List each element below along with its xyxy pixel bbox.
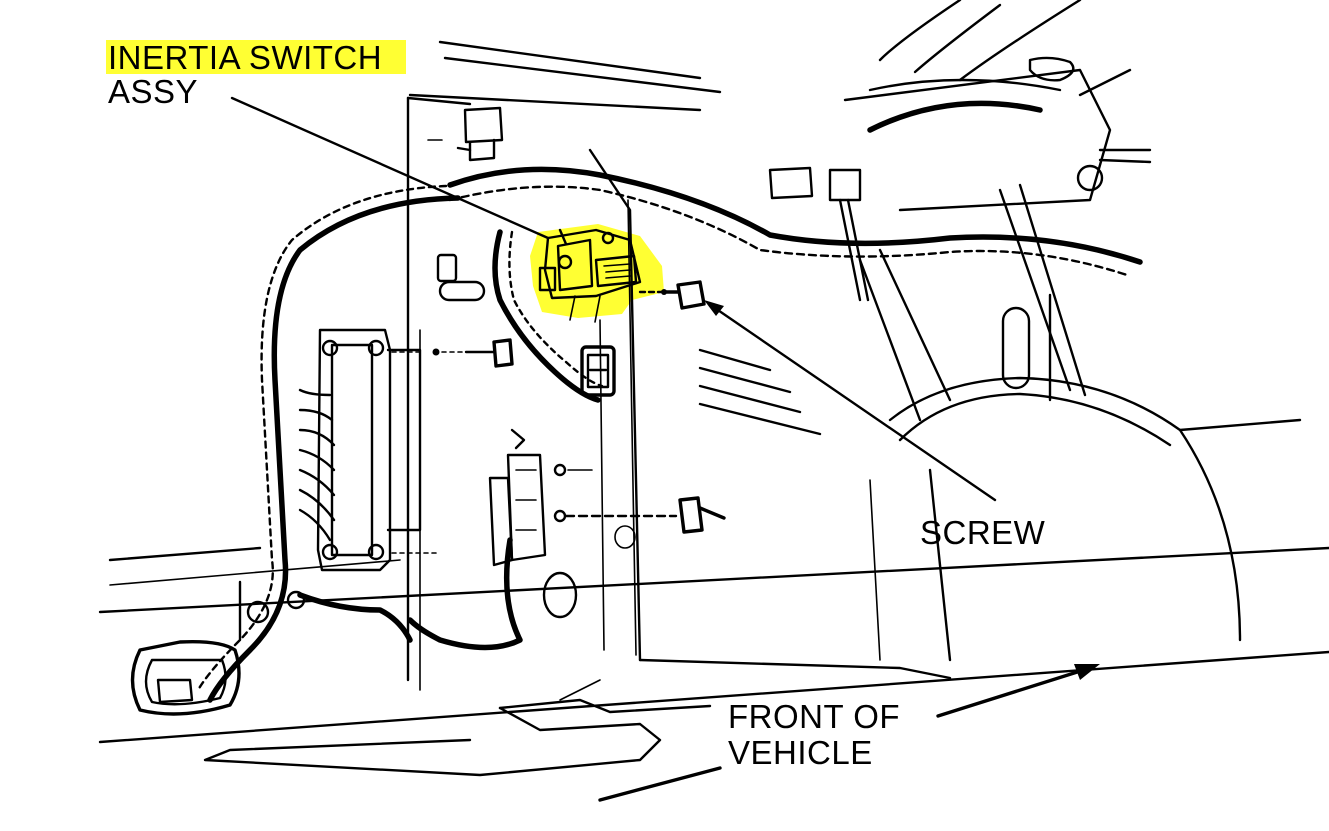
fasteners [427, 106, 870, 567]
vehicle-body-structure [98, 0, 1329, 777]
screw-label: SCREW [920, 514, 1046, 551]
front-arrow-shaft [936, 666, 1092, 718]
screw-leader [710, 304, 997, 502]
left-connector-module [316, 328, 441, 572]
relay-bracket [488, 428, 547, 567]
leader-lines [230, 96, 1100, 802]
assy-label: ASSY [108, 73, 198, 110]
center-connector [580, 345, 616, 397]
vehicle-label: VEHICLE [728, 734, 873, 771]
inertia-switch-leader [230, 96, 550, 240]
bolt-lower [553, 463, 726, 534]
wiring-harness [196, 166, 1143, 703]
lower-left-connector [130, 590, 306, 716]
front-arrow-tail [598, 766, 722, 802]
screw-upper [638, 280, 706, 310]
top-connector [427, 106, 504, 162]
inertia-switch [538, 228, 642, 323]
inertia-switch-label: INERTIA SWITCH [108, 39, 382, 76]
front-of-label: FRONT OF [728, 698, 900, 735]
screw-arrowhead [704, 300, 724, 316]
front-arrowhead [1074, 664, 1100, 680]
screw-middle [432, 338, 514, 368]
callout-labels: INERTIA SWITCH ASSY SCREW FRONT OF VEHIC… [108, 39, 1046, 771]
label-highlight [106, 40, 406, 74]
top-right-connector [768, 166, 870, 302]
